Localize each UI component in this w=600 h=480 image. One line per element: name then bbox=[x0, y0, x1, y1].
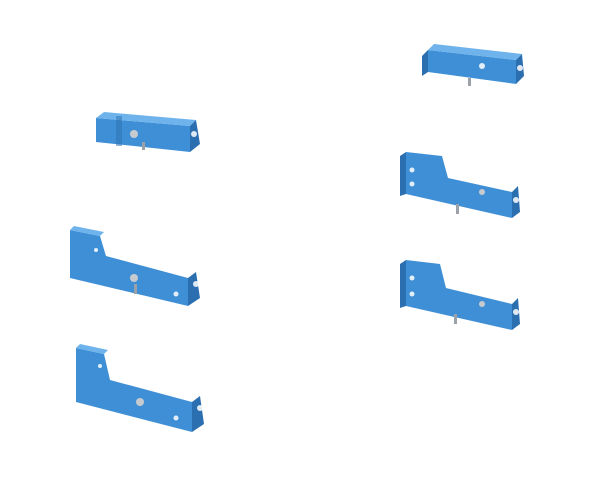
bolt-icon bbox=[479, 301, 485, 307]
bolt-icon bbox=[479, 189, 485, 195]
bracket-stepped-right-lower bbox=[400, 260, 520, 330]
bracket-small-right bbox=[422, 44, 524, 86]
bracket-stepped-left-middle bbox=[70, 226, 200, 306]
bolt-icon bbox=[130, 274, 138, 282]
bolt-icon bbox=[136, 398, 144, 406]
bracket-stepped-right-upper bbox=[400, 152, 520, 218]
bracket-stepped-left-lower bbox=[76, 344, 204, 432]
bolt-icon bbox=[130, 130, 138, 138]
bolt-icon bbox=[468, 78, 471, 86]
bracket-small-left bbox=[96, 112, 200, 152]
